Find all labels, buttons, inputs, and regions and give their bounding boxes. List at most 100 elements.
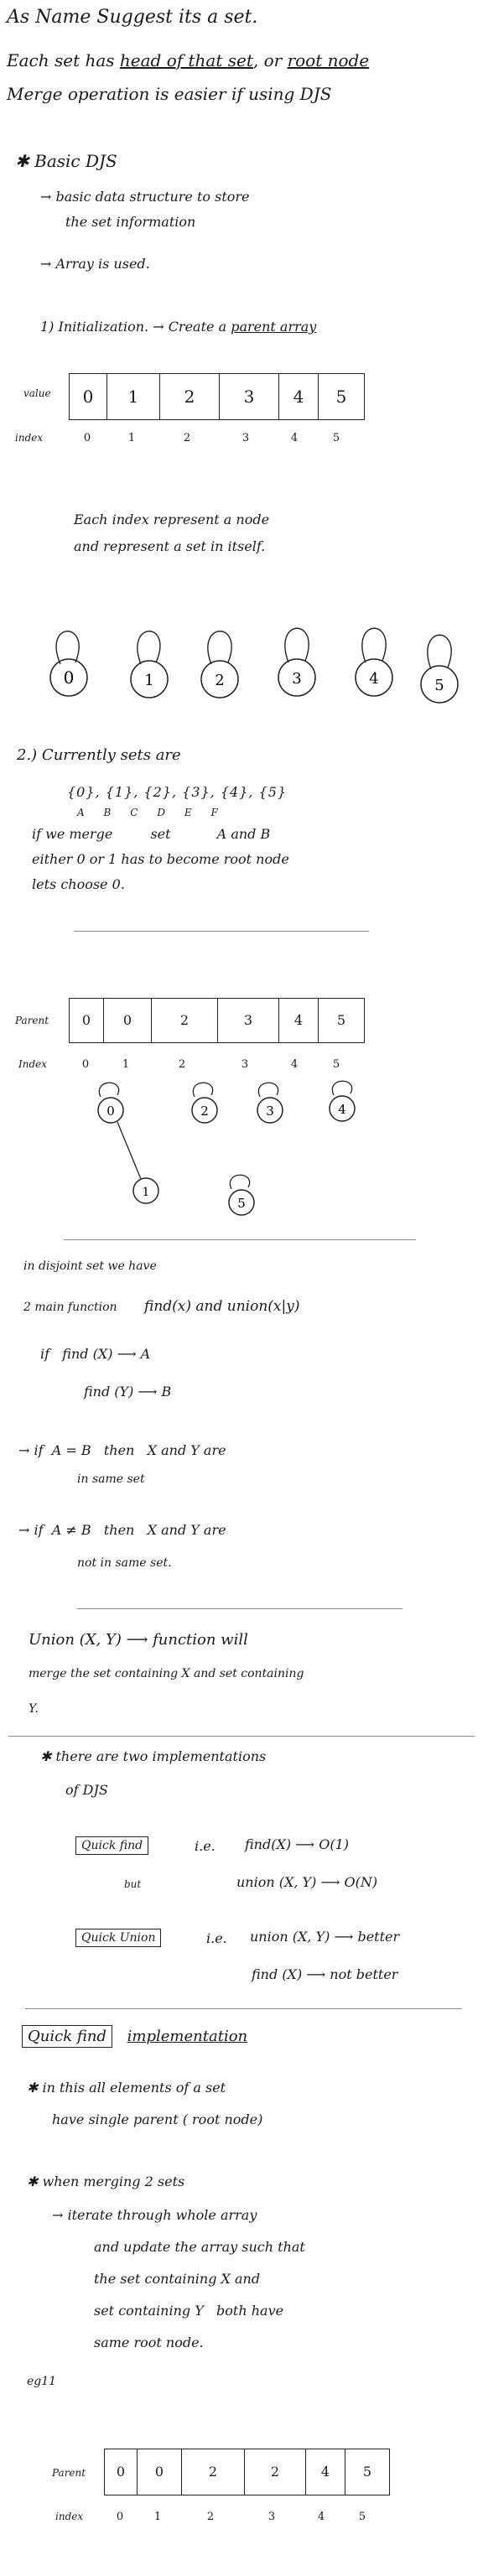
init-label: 1) Initialization. → Create a parent arr… [40, 319, 316, 335]
parent-index: 5 [332, 1058, 340, 1071]
init-label-a: 1) Initialization. → Create a [40, 319, 231, 335]
divider [77, 1608, 402, 1609]
tree-node-5: 5 [228, 1174, 255, 1216]
node-label: 5 [434, 677, 444, 694]
parent-index: 3 [241, 1058, 249, 1071]
edge-1-to-0 [117, 1121, 142, 1180]
functions-l2a: 2 main function [23, 1301, 117, 1314]
init-index: 3 [242, 432, 250, 444]
node-label: 0 [106, 1104, 115, 1119]
init-cell: 0 [69, 373, 107, 420]
node-label: 5 [237, 1196, 246, 1211]
qf-find: find(X) ⟶ O(1) [245, 1836, 349, 1852]
init-cell: 3 [220, 373, 279, 420]
intro-line-3: Merge operation is easier if using DJS [7, 84, 332, 104]
impl-line-2: of DJS [65, 1782, 108, 1798]
same-set-line-b: in same set [77, 1472, 145, 1486]
parent-cell: 0 [104, 998, 152, 1043]
parent-index: 0 [81, 1058, 90, 1071]
sets-list: {0}, {1}, {2}, {3}, {4}, {5} [67, 784, 288, 800]
final-index-label: index [55, 2511, 84, 2522]
basic-heading: ✱ Basic DJS [15, 151, 117, 171]
final-cell: 2 [182, 2449, 245, 2496]
sets-line-3: lets choose 0. [32, 876, 125, 892]
parent-index-label: Index [18, 1058, 48, 1070]
qf-but: but [124, 1878, 142, 1890]
find-x-line: if find (X) ⟶ A [40, 1346, 151, 1362]
divider [25, 2008, 461, 2009]
parent-index: 4 [290, 1058, 299, 1071]
self-loop-node-0: 0 [49, 631, 88, 697]
parent-cell: 2 [152, 998, 218, 1043]
tree-node-2: 2 [191, 1082, 218, 1124]
qf-p2a: ✱ when merging 2 sets [27, 2174, 185, 2189]
qf-p1b: have single parent ( root node) [52, 2111, 263, 2127]
parent-array-table: 0 0 2 3 4 5 [69, 998, 365, 1043]
functions-line-1: in disjoint set we have [23, 1259, 157, 1273]
init-index: 5 [332, 432, 340, 444]
divider [64, 1239, 416, 1240]
tree-node-4: 4 [329, 1080, 356, 1122]
union-line-3: Y. [29, 1702, 39, 1716]
node-label: 2 [215, 672, 224, 689]
qf-impl-title: Quick find implementation [22, 2025, 248, 2048]
find-y-line: find (Y) ⟶ B [84, 1384, 172, 1400]
value-row-label: value [23, 387, 51, 399]
basic-p2: → Array is used. [40, 256, 150, 272]
tree-node-0: 0 [97, 1082, 124, 1124]
final-index: 4 [317, 2511, 325, 2523]
self-loop-node-2: 2 [200, 631, 239, 699]
intro-root-node: root node [287, 50, 370, 70]
parent-row-label: Parent [15, 1015, 49, 1026]
intro-line-2-a: Each set has [7, 50, 120, 70]
divider [8, 1736, 475, 1737]
qf-p2e: set containing Y both have [94, 2303, 284, 2319]
init-index: 0 [83, 432, 91, 444]
parent-cell: 5 [319, 998, 365, 1043]
init-note-1: Each index represent a node [74, 512, 270, 527]
final-cell: 4 [306, 2449, 345, 2496]
qf-p2c: and update the array such that [94, 2239, 305, 2255]
final-cell: 0 [138, 2449, 182, 2496]
same-set-line: → if A = B then X and Y are [18, 1442, 226, 1458]
sets-line-1: if we merge set A and B [32, 826, 270, 842]
not-same-set-line: → if A ≠ B then X and Y are [18, 1522, 226, 1538]
init-cell: 5 [319, 373, 365, 420]
node-label: 3 [266, 1104, 274, 1119]
node-label: 2 [200, 1104, 209, 1119]
intro-line-2-c: , or [252, 50, 288, 70]
init-cell: 2 [160, 373, 220, 420]
parent-index: 2 [178, 1058, 186, 1071]
final-index: 1 [153, 2511, 162, 2523]
init-index: 4 [290, 432, 299, 444]
parent-cell: 3 [218, 998, 279, 1043]
init-index: 2 [183, 432, 191, 444]
self-loop-node-3: 3 [278, 627, 316, 697]
qf-eg: eg11 [27, 2375, 57, 2388]
final-index: 3 [267, 2511, 276, 2523]
tree-node-3: 3 [257, 1082, 283, 1124]
sets-letters: A B C D E F [77, 807, 218, 818]
qu-union: union (X, Y) ⟶ better [250, 1929, 400, 1945]
sets-heading: 2.) Currently sets are [17, 746, 181, 764]
init-cell: 4 [279, 373, 319, 420]
final-index: 0 [116, 2511, 124, 2523]
qf-union: union (X, Y) ⟶ O(N) [236, 1874, 378, 1890]
init-note-2: and represent a set in itself. [74, 538, 266, 554]
node-label: 1 [144, 672, 153, 689]
final-index: 2 [206, 2511, 215, 2523]
node-label: 4 [338, 1102, 346, 1117]
final-parent-table: 0 0 2 2 4 5 [104, 2449, 390, 2496]
intro-head-of-set: head of that set [119, 50, 253, 70]
basic-p1b: the set information [65, 214, 196, 230]
sets-line-2: either 0 or 1 has to become root node [32, 851, 289, 867]
node-label: 3 [292, 670, 301, 688]
qf-impl-title-rest: implementation [127, 2028, 248, 2045]
parent-cell: 4 [279, 998, 319, 1043]
basic-p1a: → basic data structure to store [40, 189, 250, 205]
qu-find: find (X) ⟶ not better [252, 1966, 398, 1982]
tree-node-1: 1 [132, 1177, 159, 1204]
union-line-1: Union (X, Y) ⟶ function will [29, 1631, 248, 1649]
init-array-table: 0 1 2 3 4 5 [69, 373, 365, 420]
init-parent-array: parent array [231, 319, 317, 335]
